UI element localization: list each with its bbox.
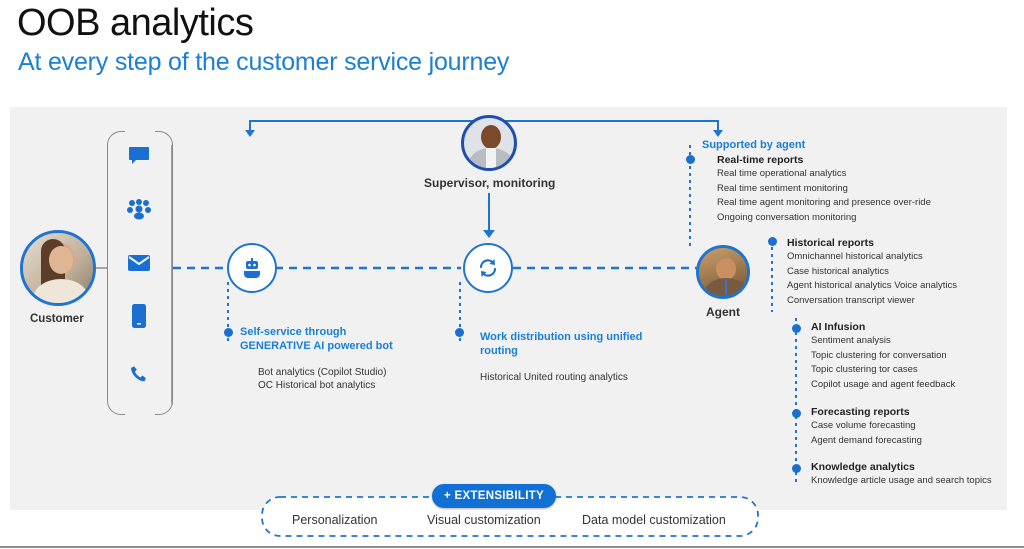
list-item: Agent historical analytics Voice analyti… <box>787 280 958 292</box>
list-item: Ongoing conversation monitoring <box>717 211 857 223</box>
forecasting-reports-section: Forecasting reports Case volume forecast… <box>811 405 922 448</box>
historical-marker-dot <box>768 237 777 246</box>
agent-label: Agent <box>706 305 740 319</box>
list-item: Real time sentiment monitoring <box>717 182 848 194</box>
extensibility-capsule <box>261 496 759 537</box>
extensibility-item-personalization: Personalization <box>292 513 378 527</box>
arrow-head-right <box>713 130 723 137</box>
bot-icon <box>244 258 260 278</box>
customer-avatar <box>20 230 96 306</box>
sync-icon <box>479 259 497 277</box>
list-item: Omnichannel historical analytics <box>787 251 923 262</box>
knowledge-analytics-section: Knowledge analytics Knowledge article us… <box>811 460 992 489</box>
supervisor-avatar <box>461 115 517 171</box>
list-item: Agent demand forecasting <box>811 434 922 446</box>
page-subtitle: At every step of the customer service jo… <box>18 48 510 76</box>
bot-node <box>227 243 277 293</box>
mobile-icon <box>126 303 152 329</box>
agent-avatar <box>696 245 750 299</box>
routing-analytics-list: Historical United routing analytics <box>480 371 628 384</box>
phone-icon <box>126 362 152 388</box>
ai-infusion-marker-dot <box>792 324 801 333</box>
customer-label: Customer <box>30 313 84 325</box>
bot-heading: Self-service through GENERATIVE AI power… <box>240 325 393 353</box>
routing-heading-line2: routing <box>480 345 518 357</box>
list-item: Topic clustering for conversation <box>811 349 947 361</box>
supervisor-label: Supervisor, monitoring <box>424 176 556 190</box>
bot-analytics-list: Bot analytics (Copilot Studio) OC Histor… <box>258 366 386 392</box>
list-item: Sentiment analysis <box>811 335 891 346</box>
forecasting-marker-dot <box>792 409 801 418</box>
bot-heading-line1: Self-service through <box>240 326 347 338</box>
section-title: Forecasting reports <box>811 406 910 418</box>
bot-marker-dot <box>224 328 233 337</box>
section-title: Historical reports <box>787 237 874 249</box>
list-item: Real time operational analytics <box>717 168 847 179</box>
realtime-reports-section: Real-time reports Real time operational … <box>717 153 931 225</box>
list-item: Historical United routing analytics <box>480 372 628 383</box>
section-title: Knowledge analytics <box>811 461 915 473</box>
list-item: Case volume forecasting <box>811 420 916 431</box>
bot-heading-line2: GENERATIVE AI powered bot <box>240 340 393 352</box>
group-icon <box>126 196 152 222</box>
section-title: AI Infusion <box>811 321 866 333</box>
list-item: Knowledge article usage and search topic… <box>811 475 992 486</box>
knowledge-marker-dot <box>792 464 801 473</box>
routing-node <box>463 243 513 293</box>
section-title: Real-time reports <box>717 154 804 166</box>
page-title: OOB analytics <box>17 2 254 44</box>
supervisor-arrow-head <box>483 230 495 238</box>
list-item: OC Historical bot analytics <box>258 380 376 391</box>
list-item: Real time agent monitoring and presence … <box>717 197 931 209</box>
supported-by-agent-heading: Supported by agent <box>702 139 806 151</box>
ai-infusion-section: AI Infusion Sentiment analysis Topic clu… <box>811 320 955 392</box>
extensibility-item-data-model-customization: Data model customization <box>582 513 726 527</box>
mail-icon <box>126 250 152 276</box>
chat-icon <box>126 143 152 169</box>
extensibility-badge: + EXTENSIBILITY <box>432 484 556 508</box>
routing-marker-dot <box>455 328 464 337</box>
routing-heading: Work distribution using unified routing <box>480 330 642 358</box>
list-item: Conversation transcript viewer <box>787 294 915 306</box>
historical-reports-section: Historical reports Omnichannel historica… <box>787 236 957 308</box>
list-item: Copilot usage and agent feedback <box>811 378 956 390</box>
routing-heading-line1: Work distribution using unified <box>480 331 643 343</box>
list-item: Bot analytics (Copilot Studio) <box>258 367 387 378</box>
extensibility-item-visual-customization: Visual customization <box>427 513 541 527</box>
bottom-divider <box>0 546 1024 548</box>
list-item: Topic clustering tor cases <box>811 364 918 376</box>
arrow-head-left <box>245 130 255 137</box>
realtime-marker-dot <box>686 155 695 164</box>
diagram-panel <box>10 107 1007 510</box>
list-item: Case historical analytics <box>787 265 889 277</box>
